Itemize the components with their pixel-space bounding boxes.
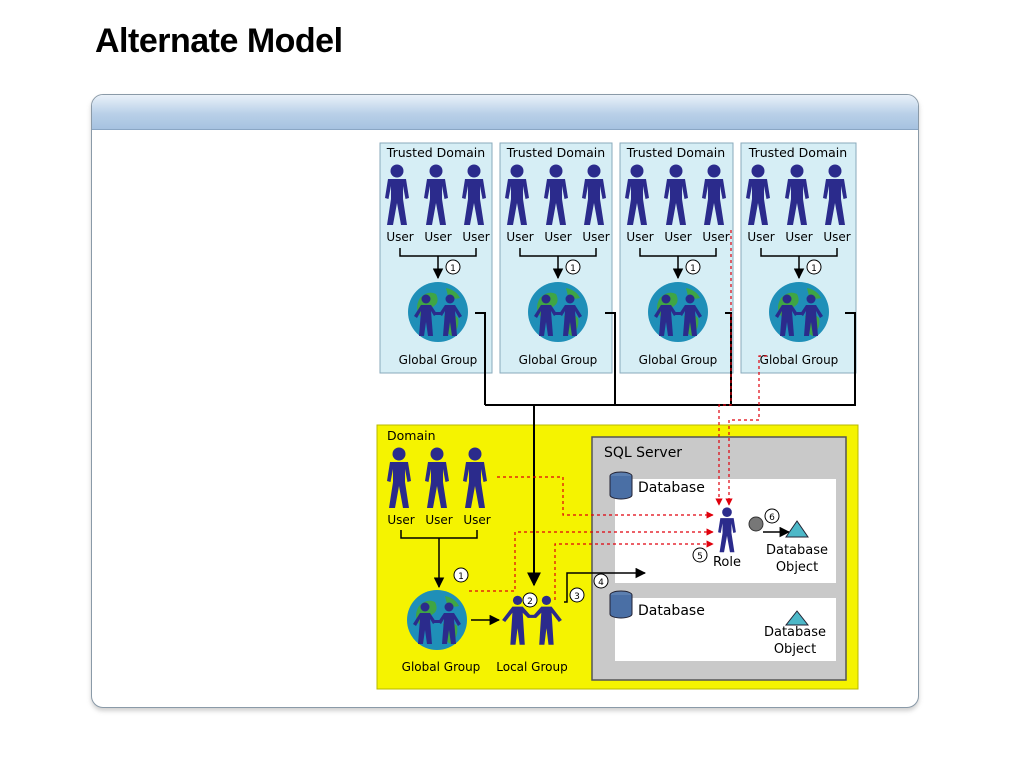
global-group-icon <box>407 590 467 650</box>
user-label: User <box>702 230 729 244</box>
trusted-domain-3: Trusted Domain User User User 1 Global G… <box>619 142 734 374</box>
svg-text:1: 1 <box>811 264 817 274</box>
global-group-icon <box>648 282 708 342</box>
svg-text:5: 5 <box>697 552 703 562</box>
svg-text:3: 3 <box>574 592 580 602</box>
trusted-domain-2: Trusted Domain User User User 1 Global G… <box>499 142 613 374</box>
step-1-badge <box>565 259 581 275</box>
gear-icon <box>748 516 764 532</box>
database-object-icon <box>785 520 809 538</box>
database-object-label: Database <box>764 625 826 640</box>
user-label: User <box>506 230 533 244</box>
step-1-badge <box>453 567 469 583</box>
trusted-domain-label: Trusted Domain <box>386 145 485 160</box>
step-1-badge <box>806 259 822 275</box>
database-object-label: Database <box>766 543 828 558</box>
alternate-model-diagram: Trusted Domain User User User 1 Global G… <box>376 142 859 690</box>
svg-text:1: 1 <box>690 264 696 274</box>
database-icon <box>609 590 633 619</box>
database-icon <box>609 471 633 500</box>
trusted-domain-label: Trusted Domain <box>626 145 725 160</box>
user-label: User <box>424 230 451 244</box>
global-group-icon <box>769 282 829 342</box>
panel-header-bar <box>92 95 918 130</box>
slide-title: Alternate Model <box>95 22 343 60</box>
svg-text:4: 4 <box>598 578 604 588</box>
database-object-label: Object <box>776 560 818 575</box>
database-label: Database <box>638 480 705 496</box>
svg-text:1: 1 <box>458 572 464 582</box>
step-1-badge <box>685 259 701 275</box>
svg-text:2: 2 <box>527 597 533 607</box>
svg-text:1: 1 <box>570 264 576 274</box>
global-group-icon <box>528 282 588 342</box>
domain-label: Domain <box>387 428 436 443</box>
database-label: Database <box>638 603 705 619</box>
step-2-badge <box>522 592 538 608</box>
user-label: User <box>626 230 653 244</box>
direct-role-connectors <box>469 230 767 600</box>
local-group-label: Local Group <box>496 660 567 674</box>
sql-server-box: SQL Server Database Database Role 5 6 Da… <box>591 436 847 681</box>
user-label: User <box>747 230 774 244</box>
user-label: User <box>664 230 691 244</box>
user-label: User <box>582 230 609 244</box>
user-label: User <box>386 230 413 244</box>
global-group-label: Global Group <box>760 353 839 367</box>
step-6-badge <box>764 508 780 524</box>
trusted-domain-1: Trusted Domain User User User 1 Global G… <box>379 142 493 374</box>
user-label: User <box>462 230 489 244</box>
sql-server-label: SQL Server <box>604 445 682 461</box>
global-group-icon <box>408 282 468 342</box>
step-4-badge <box>593 573 609 589</box>
user-label: User <box>387 513 414 527</box>
user-label: User <box>463 513 490 527</box>
global-to-local-connector <box>475 312 856 585</box>
svg-text:6: 6 <box>769 513 775 523</box>
user-label: User <box>544 230 571 244</box>
database-object-icon <box>784 610 810 626</box>
user-label: User <box>425 513 452 527</box>
user-label: User <box>823 230 850 244</box>
step-1-badge <box>445 259 461 275</box>
global-group-label: Global Group <box>402 660 481 674</box>
trusted-domain-label: Trusted Domain <box>506 145 605 160</box>
global-group-label: Global Group <box>519 353 598 367</box>
global-group-label: Global Group <box>639 353 718 367</box>
trusted-domain-label: Trusted Domain <box>748 145 847 160</box>
step-5-badge <box>692 547 708 563</box>
svg-text:1: 1 <box>450 264 456 274</box>
global-group-label: Global Group <box>399 353 478 367</box>
role-label: Role <box>713 555 741 570</box>
step-3-badge <box>569 587 585 603</box>
trusted-domain-4: Trusted Domain User User User 1 Global G… <box>740 142 857 374</box>
database-object-label: Object <box>774 642 816 657</box>
user-label: User <box>785 230 812 244</box>
local-to-sql-connector <box>564 567 647 603</box>
